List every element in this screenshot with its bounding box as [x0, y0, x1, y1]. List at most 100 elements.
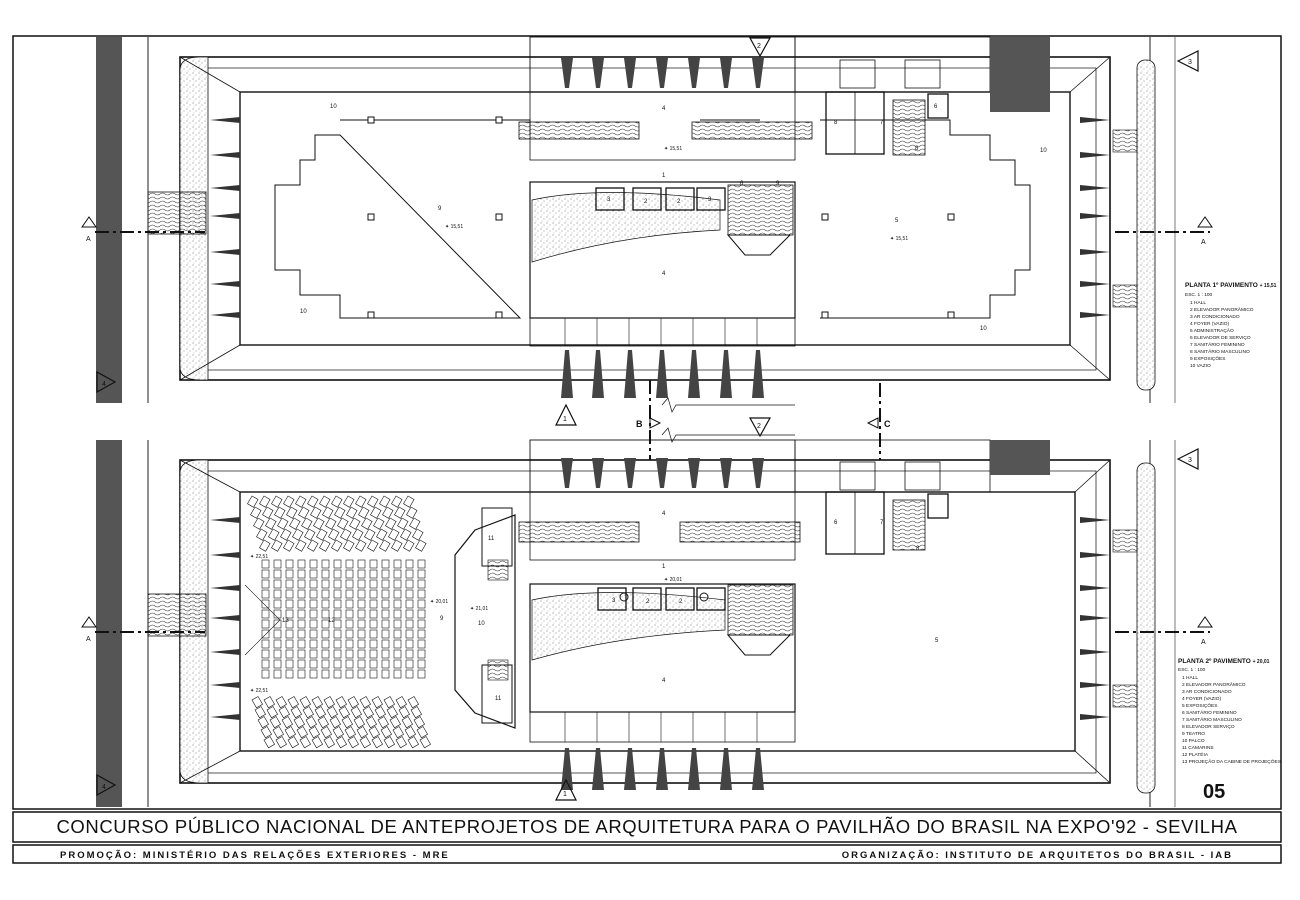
theatre-seat	[417, 559, 426, 569]
theatre-seat	[398, 706, 410, 719]
svg-text:1 HALL: 1 HALL	[1182, 675, 1198, 681]
theatre-seat	[297, 599, 306, 609]
svg-text:A: A	[86, 236, 91, 243]
theatre-seat	[377, 716, 389, 729]
theatre-seat	[393, 559, 402, 569]
theatre-seat	[350, 706, 362, 719]
theatre-seat	[356, 726, 368, 739]
theatre-seat	[415, 539, 427, 552]
theatre-seat	[313, 517, 325, 530]
theatre-seat	[321, 619, 330, 629]
theatre-seat	[261, 589, 270, 599]
theatre-seat	[412, 528, 424, 541]
theatre-seat	[374, 706, 386, 719]
level-mark: ✦ 20,01	[664, 577, 682, 583]
theatre-seat	[261, 559, 270, 569]
theatre-seat	[321, 649, 330, 659]
svg-text:1 HALL: 1 HALL	[1190, 300, 1206, 306]
theatre-seat	[407, 696, 419, 709]
view-marker: 2	[748, 417, 772, 438]
svg-text:2 ELEVADOR PANORÂMICO: 2 ELEVADOR PANORÂMICO	[1190, 306, 1254, 313]
theatre-seat	[256, 528, 268, 541]
theatre-seat	[309, 559, 318, 569]
theatre-seat	[260, 726, 272, 739]
theatre-seat	[357, 669, 366, 679]
level-mark: ✦ 22,51	[250, 554, 268, 560]
theatre-seat	[297, 629, 306, 639]
theatre-seat	[337, 517, 349, 530]
theatre-seat	[393, 649, 402, 659]
theatre-seat	[329, 716, 341, 729]
theatre-seat	[309, 629, 318, 639]
section-marker-a: A A	[81, 216, 1213, 246]
theatre-seat	[332, 726, 344, 739]
theatre-seat	[417, 609, 426, 619]
theatre-seat	[273, 629, 282, 639]
svg-text:7 SANITÁRIO MASCULINO: 7 SANITÁRIO MASCULINO	[1182, 716, 1242, 723]
theatre-seat	[297, 619, 306, 629]
theatre-seat	[319, 495, 331, 508]
theatre-seat	[403, 539, 415, 552]
theatre-seat	[297, 559, 306, 569]
theatre-seat	[309, 609, 318, 619]
theatre-seat	[297, 579, 306, 589]
theatre-seat	[247, 495, 259, 508]
theatre-seat	[370, 506, 382, 519]
theatre-seat	[297, 669, 306, 679]
theatre-seat	[297, 609, 306, 619]
theatre-seat	[405, 569, 414, 579]
theatre-seat	[273, 609, 282, 619]
theatre-seat	[417, 579, 426, 589]
theatre-seat	[261, 569, 270, 579]
view-marker: 4	[96, 773, 117, 797]
theatre-seat	[371, 696, 383, 709]
theatre-seat	[290, 706, 302, 719]
theatre-seat	[417, 659, 426, 669]
theatre-seat	[333, 669, 342, 679]
theatre-seat	[285, 639, 294, 649]
facade-blades-left	[210, 517, 240, 720]
theatre-seat	[352, 528, 364, 541]
entry-columns-top	[561, 458, 764, 488]
theatre-seat	[346, 506, 358, 519]
theatre-seat	[380, 726, 392, 739]
theatre-seat	[357, 609, 366, 619]
room-number: 11	[488, 536, 495, 542]
svg-text:2: 2	[757, 423, 761, 430]
theatre-seat	[321, 559, 330, 569]
theatre-seat	[371, 736, 383, 749]
theatre-seat	[307, 539, 319, 552]
theatre-seat	[381, 599, 390, 609]
theatre-seat	[285, 609, 294, 619]
theatre-seat	[345, 579, 354, 589]
theatre-seat	[304, 528, 316, 541]
theatre-seat	[333, 629, 342, 639]
view-marker: 4	[96, 370, 117, 394]
theatre-seat	[357, 629, 366, 639]
theatre-seat	[361, 517, 373, 530]
theatre-seat	[345, 639, 354, 649]
theatre-seat	[407, 736, 419, 749]
theatre-seat	[381, 669, 390, 679]
theatre-seat	[340, 528, 352, 541]
theatre-seat	[269, 716, 281, 729]
theatre-seat	[302, 706, 314, 719]
floor-plan-1: 10 10 10 10 9 5 4 4 1 3 2 2 3 6 6 7 8 8 …	[95, 36, 1277, 403]
theatre-seat	[309, 639, 318, 649]
theatre-seat	[278, 706, 290, 719]
theatre-seat	[357, 649, 366, 659]
theatre-seat	[397, 517, 409, 530]
svg-text:8 ELEVADOR SERVIÇO: 8 ELEVADOR SERVIÇO	[1182, 724, 1235, 730]
theatre-seat	[369, 669, 378, 679]
view-marker: 3	[1176, 448, 1199, 470]
theatre-seat	[321, 599, 330, 609]
theatre-seat	[309, 649, 318, 659]
theatre-seat	[277, 517, 289, 530]
room-number: 2	[679, 599, 683, 605]
room-number: 10	[478, 621, 485, 627]
theatre-seat	[405, 579, 414, 589]
theatre-seat	[321, 669, 330, 679]
theatre-seat	[395, 736, 407, 749]
svg-text:A: A	[1201, 239, 1206, 246]
theatre-seat	[369, 659, 378, 669]
